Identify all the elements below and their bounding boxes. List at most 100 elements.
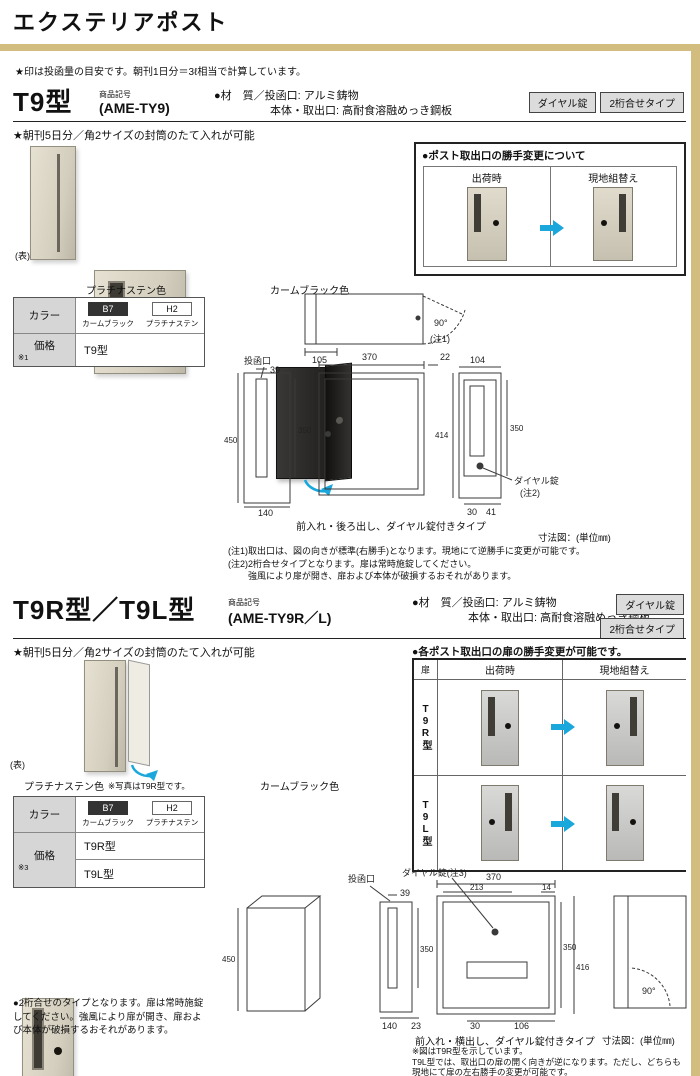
drawing-unit-t9rl: 寸法図：(単位㎜) [602,1036,675,1047]
dim-label: 350 [510,424,524,433]
mail-slot-window [32,1008,44,1070]
drawing-caption-t9rl: 前入れ・横出し、ダイヤル錠付きタイプ [415,1037,595,1048]
footnote-3: 強風により扉が開き、扉および本体が破損するおそれがあります。 [248,571,517,581]
dial-knob [601,219,608,226]
tag-dial-lock: ダイヤル錠 [528,92,597,113]
product-code-label: 商品記号 [99,90,131,99]
swap-comparison: 出荷時 現地組替え [423,166,677,267]
color-name-h2: プラチナステン [145,818,199,827]
price-header-cell: 価格 ※3 [14,833,76,887]
swap-cell-t9r-shipping [438,680,563,776]
product-code-value: (AME-TY9R／L) [228,610,332,626]
tag-dial-lock: ダイヤル錠 [616,594,684,615]
color-chip-b7: B7 [88,302,128,316]
dim-label: 370 [486,872,501,882]
dim-label: 370 [362,352,377,362]
swap-col-onsite: 現地組替え [549,167,677,266]
blue-arrow-icon [551,719,575,735]
swap-cell-t9l-shipping [438,776,563,870]
price-label: 価格 [34,340,55,352]
swap-row-label-t9r: T9R型 [414,680,438,776]
mailbox-thumb-onsite [593,187,634,261]
dim-label: 39 [400,888,410,898]
swap-box-title: ●ポスト取出口の勝手変更について [422,150,586,162]
dial-lock-ref: (注2) [520,487,540,498]
swap-box-title-t9rl: ●各ポスト取出口の扉の勝手変更が可能です。 [412,646,628,658]
mailbox-photo-platinum-open [84,659,164,781]
swap-col-header: 現地組替え [588,174,639,185]
swap-col-shipping: 出荷時 [424,167,550,266]
dim-label: 14 [542,883,551,892]
price-row-t9r: T9R型 [76,833,204,860]
color-label-black: カームブラック色 [260,782,340,793]
dimension-drawing-t9rl: 投函口 39 ダイヤル錠(注3) 450 350 140 23 370 213 … [222,867,687,1031]
swap-cell-t9r-onsite [563,680,686,776]
page-title: エクステリアポスト [13,10,229,35]
dim-label: 90° [434,318,448,328]
price-header-cell: 価格 ※1 [14,334,76,366]
door-swing-arrow-icon [130,764,158,781]
page-edge-bar [691,44,700,1076]
mailbox-seam [115,667,118,767]
page-note: ★印は投函量の目安です。朝刊1日分＝3ℓ相当で計算しています。 [15,67,307,78]
dim-label: 140 [258,508,273,518]
figure-note-1: ※図はT9R型を示しています。 [412,1046,528,1056]
slot-label: 投函口 [348,873,375,884]
dial-knob [488,818,495,825]
mail-slot [487,697,495,736]
dim-label: 350 [298,426,312,435]
dial-knob [492,219,499,226]
mailbox-thumb [605,689,644,766]
material-line-2: 本体・取出口: 高耐食溶融めっき鋼板 [270,105,453,117]
dim-label: 22 [440,352,450,362]
dim-label: 350 [563,943,577,952]
dim-label: 30 [470,1021,480,1031]
price-ref: ※3 [18,863,29,872]
swap-door-header: 扉 [414,660,438,680]
figure-note-2: T9L型では、取出口の扉の開く向きが逆になります。ただし、どちらも現地にて扉の左… [412,1056,681,1076]
mailbox-open-door [128,659,150,767]
swap-col-header-shipping: 出荷時 [438,660,563,680]
mailbox-photo-platinum-closed [22,998,74,1076]
tag-two-digit-type: 2桁合せタイプ [600,618,684,639]
color-header-cell: カラー [14,797,76,833]
mail-slot [473,194,482,232]
photo-model-note: ※写真はT9R型です。 [108,781,190,791]
door-swing-arrow-icon [303,479,333,496]
bottom-warning-note: ●2桁合せのタイプとなります。扉は常時施錠してください。強風により扉が開き、扉お… [13,998,204,1036]
mailbox-seam [56,153,60,253]
mail-slot [618,194,627,232]
front-side-label: (表) [15,251,30,261]
capacity-feature-t9rl: ★朝刊5日分／角2サイズの封筒のたて入れが可能 [13,647,255,659]
material-line-1: ●材 質／投函口: アルミ鋳物 [214,90,359,102]
footnote-2: (注2)2桁合せタイプとなります。扉は常時施錠してください。 [228,558,477,569]
dial-lock-label: ダイヤル錠(注3) [402,867,467,878]
swap-cell-t9l-onsite [563,776,686,870]
blue-arrow-icon [540,220,564,236]
color-label-black: カームブラック色 [270,286,350,297]
dim-label: 140 [382,1021,397,1031]
dim-label: 41 [486,507,496,517]
dial-knob [629,818,636,825]
front-side-label: (表) [10,760,25,770]
dim-label: 450 [224,436,238,445]
swap-col-header-onsite: 現地組替え [563,660,686,680]
dim-label: 30 [467,507,477,517]
dial-lock-label: ダイヤル錠 [514,475,559,486]
footnote-1: (注1)取出口は、図の向きが標準(右勝手)となります。現地にて逆勝手に変更が可能… [228,546,585,556]
mailbox-thumb-shipping [466,187,507,261]
mail-slot [629,697,637,736]
mailbox-thumb [481,689,519,766]
door-swap-box-t9rl: 扉 出荷時 現地組替え T9R型 T9L型 [412,658,686,872]
mail-slot [612,792,620,832]
color-options-cell: B7 カームブラック H2 プラチナステン [76,298,204,334]
dim-label: 213 [470,883,484,892]
door-swap-box-t9: ●ポスト取出口の勝手変更について 出荷時 現地組替え [414,142,686,276]
dim-label: 414 [435,431,449,440]
dim-label: 416 [576,963,590,972]
dim-label: 23 [411,1021,421,1031]
color-name-b7: カームブラック [82,319,134,328]
price-row-t9: T9型 [84,345,108,357]
slot-label: 投函口 [244,355,271,366]
